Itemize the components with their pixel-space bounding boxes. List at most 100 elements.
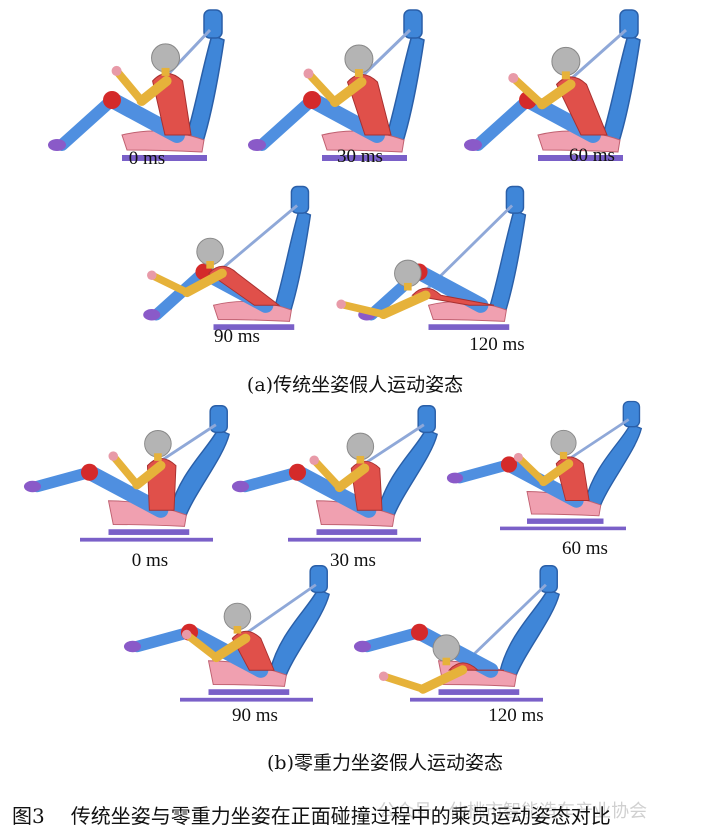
seat-rail bbox=[208, 689, 290, 695]
dummy-frame-b120 bbox=[353, 565, 560, 702]
hand bbox=[181, 629, 192, 640]
upper-arm bbox=[539, 459, 574, 487]
head bbox=[344, 44, 374, 74]
frame-label-a-60: 60 ms bbox=[569, 145, 615, 166]
head bbox=[432, 634, 461, 662]
dummy-frame-b90 bbox=[123, 565, 330, 702]
neck bbox=[154, 453, 162, 461]
subcaption-a: (a)传统坐姿假人运动姿态 bbox=[246, 374, 464, 396]
seat-rail bbox=[527, 518, 604, 524]
knee bbox=[288, 463, 307, 481]
neck bbox=[233, 626, 242, 634]
forearm bbox=[109, 452, 141, 489]
watermark: 公众号 · 仙桃市智能造车产业协会 bbox=[378, 801, 648, 822]
figure-number: 图3 bbox=[12, 804, 45, 828]
seat-rail bbox=[428, 324, 510, 330]
upper-arm bbox=[136, 75, 172, 106]
seat-back bbox=[602, 33, 641, 147]
seat-back bbox=[377, 428, 438, 521]
head bbox=[144, 430, 172, 458]
seat-back bbox=[499, 588, 560, 681]
foot bbox=[353, 640, 372, 653]
dummy-frame-a0 bbox=[48, 9, 225, 161]
neck bbox=[356, 455, 365, 464]
shin bbox=[31, 466, 96, 493]
shin bbox=[472, 94, 534, 151]
head bbox=[223, 602, 252, 631]
foot bbox=[143, 309, 161, 321]
upper-arm bbox=[329, 77, 367, 108]
foot bbox=[48, 139, 66, 151]
floor-rail bbox=[410, 697, 543, 702]
shin bbox=[256, 94, 318, 151]
head bbox=[394, 259, 422, 288]
seat-back bbox=[269, 588, 330, 681]
seat-rail bbox=[108, 529, 190, 535]
upper-arm bbox=[418, 665, 468, 694]
seat-back bbox=[274, 209, 312, 316]
forearm bbox=[147, 271, 191, 297]
knee bbox=[80, 463, 99, 481]
frame-label-b-90: 90 ms bbox=[232, 705, 278, 726]
shin bbox=[56, 94, 118, 151]
upper-arm bbox=[182, 268, 227, 298]
seat-back bbox=[386, 33, 425, 147]
forearm bbox=[182, 630, 220, 662]
dummy-frame-b0 bbox=[23, 405, 230, 542]
shin bbox=[239, 466, 304, 493]
seat-belt bbox=[569, 28, 627, 81]
seat-belt bbox=[159, 423, 217, 463]
seat-rail bbox=[122, 155, 207, 161]
seat-rail bbox=[322, 155, 407, 161]
floor-rail bbox=[500, 526, 626, 531]
shin bbox=[150, 266, 210, 321]
frame-label-a-30: 30 ms bbox=[337, 146, 383, 167]
forearm bbox=[379, 672, 427, 693]
hand bbox=[378, 671, 389, 681]
hand bbox=[303, 68, 314, 79]
upper-arm bbox=[132, 460, 166, 490]
foot bbox=[231, 480, 250, 493]
frame-label-b-60: 60 ms bbox=[562, 538, 608, 559]
foot bbox=[248, 139, 266, 151]
foot bbox=[123, 640, 142, 653]
neck bbox=[559, 451, 568, 460]
seat-belt bbox=[363, 423, 425, 465]
foot bbox=[23, 480, 42, 493]
hand bbox=[309, 455, 319, 465]
torso bbox=[208, 265, 281, 306]
seat-belt bbox=[221, 204, 299, 270]
foot bbox=[464, 139, 482, 151]
frame-label-a-0: 0 ms bbox=[128, 148, 166, 169]
frame-label-a-120: 120 ms bbox=[469, 334, 525, 355]
forearm bbox=[514, 453, 548, 486]
dummy-frame-b60 bbox=[446, 400, 643, 531]
torso bbox=[411, 287, 495, 306]
shin bbox=[131, 626, 196, 653]
dummy-frame-a60 bbox=[464, 9, 641, 161]
neck bbox=[161, 67, 170, 76]
knee bbox=[500, 456, 518, 473]
seat-belt bbox=[568, 418, 630, 461]
thigh bbox=[411, 264, 489, 313]
knee bbox=[103, 91, 121, 109]
dummy-frame-a30 bbox=[248, 9, 425, 161]
forearm bbox=[337, 300, 388, 319]
upper-arm bbox=[334, 463, 370, 493]
seat-back bbox=[169, 428, 230, 521]
upper-arm bbox=[378, 290, 431, 319]
forearm bbox=[509, 73, 546, 109]
subcaption-b: (b)零重力坐姿假人运动姿态 bbox=[267, 752, 503, 774]
upper-arm bbox=[211, 633, 251, 663]
forearm bbox=[310, 456, 344, 492]
knee bbox=[303, 91, 321, 109]
neck bbox=[404, 282, 412, 291]
hand bbox=[108, 451, 118, 461]
head bbox=[550, 429, 577, 456]
hand bbox=[513, 452, 523, 462]
head bbox=[151, 43, 181, 73]
floor-rail bbox=[288, 537, 421, 542]
seat-belt bbox=[360, 28, 412, 79]
